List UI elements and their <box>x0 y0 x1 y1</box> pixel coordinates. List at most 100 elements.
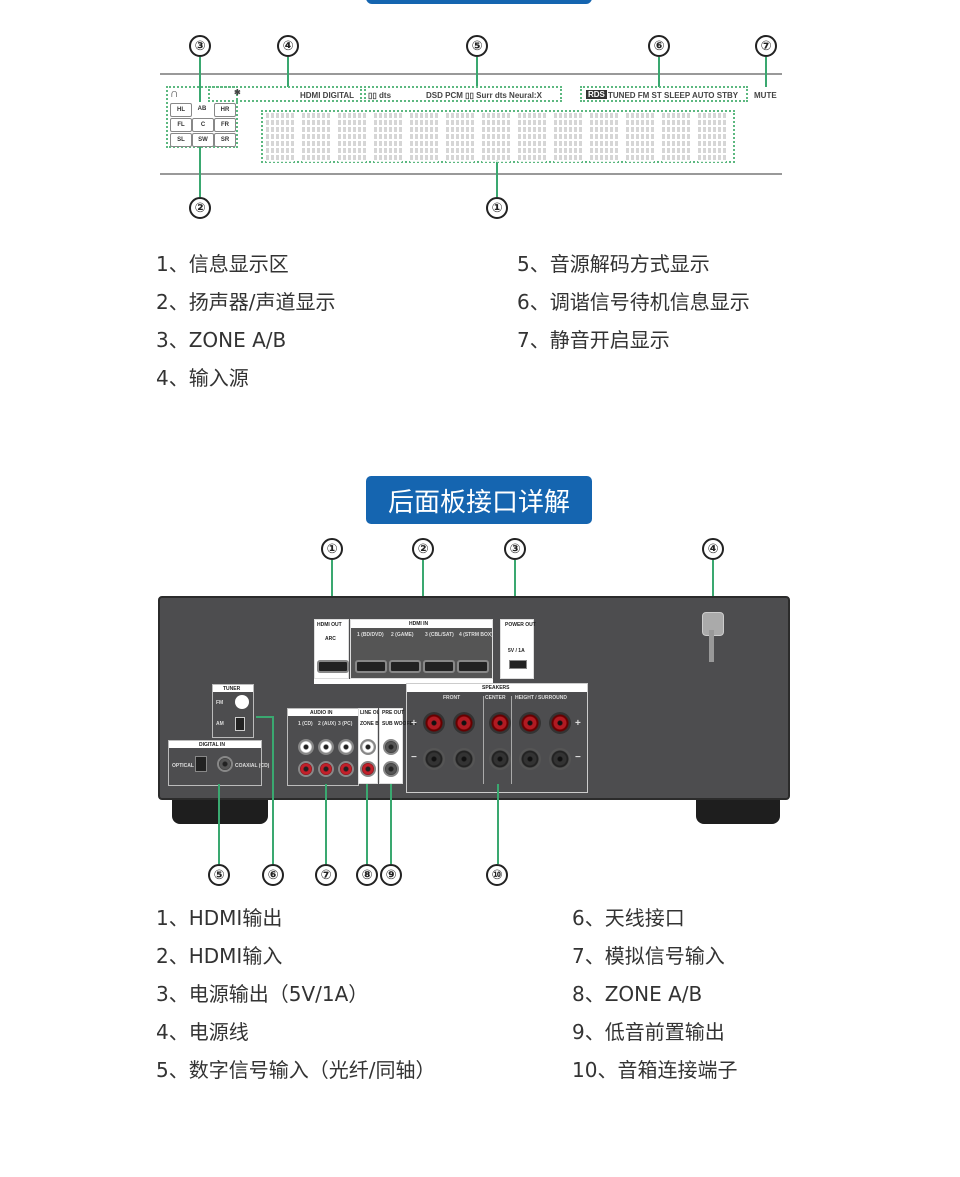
leader-4 <box>712 560 714 612</box>
leader-9 <box>390 784 392 864</box>
coaxial-jack[interactable] <box>217 756 233 772</box>
legend-item: 3、ZONE A/B <box>156 328 287 352</box>
decode-format-group <box>364 86 562 102</box>
am-antenna-terminal[interactable] <box>235 717 245 731</box>
hdmi-in-port[interactable] <box>389 660 421 673</box>
plus-label: + <box>575 718 581 729</box>
leader-6-h <box>256 716 274 718</box>
hdmi-in-port[interactable] <box>457 660 489 673</box>
zone-b-right-jack[interactable] <box>360 761 376 777</box>
mute-label: MUTE <box>754 91 777 100</box>
dot-matrix-character <box>338 112 366 162</box>
callout-4: ④ <box>277 35 299 57</box>
speaker-indicator: HR <box>214 103 236 117</box>
callout-8: ⑧ <box>356 864 378 886</box>
legend-item: 3、电源输出（5V/1A） <box>156 982 369 1006</box>
hdmi-in-port[interactable] <box>423 660 455 673</box>
dot-matrix-character <box>518 112 546 162</box>
leader-2 <box>422 560 424 620</box>
callout-1: ① <box>321 538 343 560</box>
callout-7: ⑦ <box>755 35 777 57</box>
legend-item: 5、音源解码方式显示 <box>517 252 710 276</box>
speaker-terminal-positive[interactable] <box>549 712 571 734</box>
subwoofer-jack-1[interactable] <box>383 739 399 755</box>
power-out-block: POWER OUT 5V / 1A <box>500 619 536 679</box>
pre-out-label: PRE OUT <box>382 710 405 716</box>
audio-in-label: AUDIO IN <box>310 710 333 716</box>
callout-2: ② <box>189 197 211 219</box>
tuner-label: TUNER <box>223 686 241 692</box>
zone-b-left-jack[interactable] <box>360 739 376 755</box>
leader-6 <box>272 716 274 864</box>
headphone-icon: ∩ <box>170 86 179 100</box>
legend-item: 2、扬声器/声道显示 <box>156 290 336 314</box>
callout-3: ③ <box>504 538 526 560</box>
hdmi-in-label: 4 (STRM BOX) <box>459 632 493 638</box>
leader-3 <box>514 560 516 620</box>
legend-item: 7、模拟信号输入 <box>572 944 725 968</box>
am-label: AM <box>216 721 224 727</box>
hdmi-in-port[interactable] <box>355 660 387 673</box>
minus-label: − <box>411 752 417 763</box>
center-label: CENTER <box>485 695 506 701</box>
audio-in-left-jack[interactable] <box>338 739 354 755</box>
line-out-label: LINE OUT <box>360 710 384 716</box>
audio-in-left-jack[interactable] <box>318 739 334 755</box>
speakers-label: SPEAKERS <box>482 685 510 691</box>
callout-2: ② <box>412 538 434 560</box>
speaker-terminal-positive[interactable] <box>423 712 445 734</box>
dot-matrix-character <box>482 112 510 162</box>
speaker-terminal-negative[interactable] <box>453 748 475 770</box>
fm-antenna-jack[interactable] <box>235 695 249 709</box>
legend-item: 1、信息显示区 <box>156 252 289 276</box>
audio-in-block: AUDIO IN 1 (CD)2 (AUX)3 (PC) <box>287 708 359 786</box>
tuner-status-group <box>580 86 748 102</box>
subwoofer-jack-2[interactable] <box>383 761 399 777</box>
audio-in-left-jack[interactable] <box>298 739 314 755</box>
minus-label: − <box>575 752 581 763</box>
speaker-indicator: C <box>192 118 214 132</box>
hdmi-in-header <box>351 620 492 628</box>
hdmi-in-label: 2 (GAME) <box>391 632 414 638</box>
legend-item: 6、调谐信号待机信息显示 <box>517 290 750 314</box>
audio-in-header <box>288 709 358 716</box>
callout-3: ③ <box>189 35 211 57</box>
dot-matrix-character <box>410 112 438 162</box>
dolby-dts-label: ▯▯ dts <box>368 91 392 100</box>
leader-7 <box>325 784 327 864</box>
speaker-terminal-positive[interactable] <box>489 712 511 734</box>
speaker-indicator: SL <box>170 133 192 147</box>
speaker-terminal-negative[interactable] <box>549 748 571 770</box>
usb-port[interactable] <box>509 660 527 669</box>
speaker-indicator: FR <box>214 118 236 132</box>
audio-in-right-jack[interactable] <box>338 761 354 777</box>
plus-label: + <box>411 718 417 729</box>
legend-item: 10、音箱连接端子 <box>572 1058 738 1082</box>
zone-b-label: ZONE B <box>360 721 379 727</box>
legend-item: 7、静音开启显示 <box>517 328 670 352</box>
leader-10 <box>497 784 499 864</box>
hdmi-in-label: HDMI IN <box>409 621 429 627</box>
audio-in-right-jack[interactable] <box>298 761 314 777</box>
speaker-terminal-negative[interactable] <box>423 748 445 770</box>
speaker-terminal-negative[interactable] <box>489 748 511 770</box>
optical-port[interactable] <box>195 756 207 772</box>
leader-1 <box>331 560 333 620</box>
legend-item: 2、HDMI输入 <box>156 944 283 968</box>
dot-matrix-character <box>662 112 690 162</box>
speakers-header <box>407 684 587 692</box>
speaker-indicator: FL <box>170 118 192 132</box>
foot-left <box>172 796 268 824</box>
audio-in-right-jack[interactable] <box>318 761 334 777</box>
dot-matrix-character <box>698 112 726 162</box>
speaker-terminal-positive[interactable] <box>453 712 475 734</box>
info-display-area <box>261 110 735 163</box>
foot-right <box>696 796 780 824</box>
speaker-terminal-positive[interactable] <box>519 712 541 734</box>
digital-in-label: DIGITAL IN <box>199 742 225 748</box>
hdmi-in-label: 1 (BD/DVD) <box>357 632 384 638</box>
leader-2 <box>199 147 201 197</box>
divider <box>483 696 484 784</box>
speaker-terminal-negative[interactable] <box>519 748 541 770</box>
hdmi-out-port[interactable] <box>317 660 349 673</box>
